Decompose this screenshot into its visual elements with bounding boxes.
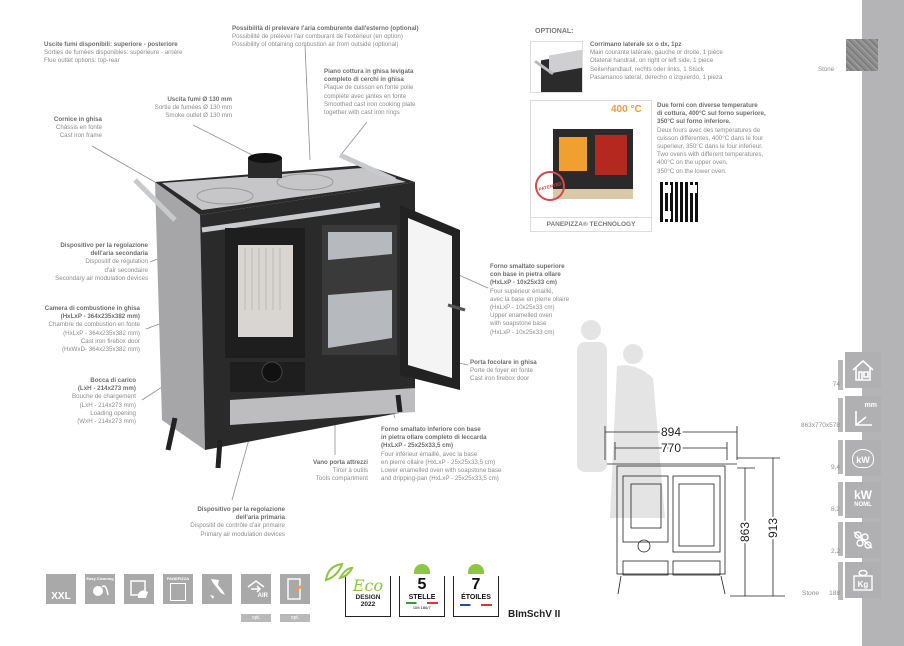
spec-bar [838,398,843,432]
etoiles-badge: 7 ÉTOILES [453,564,499,617]
eco-design-badge: Eco DESIGN 2022 [324,562,391,617]
wood-logs-icon [845,522,881,558]
eco-word: Eco [352,576,384,595]
spec-dimensions: 863x770x578 [800,422,840,429]
finish-swatch [846,39,878,71]
spec-weight: 188 [829,590,840,597]
door-icon [280,574,310,604]
spec-bar [838,562,843,600]
house-icon [845,352,881,388]
svg-text:Kg: Kg [858,580,869,589]
spec-weight-finish: Stone [802,590,819,597]
spec-wood-consumption: 2,2 [830,548,840,555]
spec-heating-volume: 74 [832,381,840,388]
panepizza-thumbnail: 400 °C PATENTED PANEPIZZA® TECHNOLOGY [530,100,652,232]
etoiles-word: ÉTOILES [461,594,491,601]
note-loading-opening: Bocca di carico(LxH - 214x273 mm) Bouche… [72,377,136,426]
dimension-drawing: 894 770 863 913 [604,423,785,597]
italy-flag-bar [406,602,438,604]
weight-icon: Kg [845,562,881,598]
dim-height-total: 913 [766,518,780,538]
spec-bar [838,440,843,474]
spec-bar [838,522,843,556]
kw-nominal-icon: kW NOML [845,482,881,518]
finish-label: Stone [818,66,835,73]
stelle-subtitle: DM 186/7 [413,605,431,610]
stelle-number: 5 [417,576,427,593]
dim-width-body: 770 [661,441,681,455]
stelle-badge: 5 STELLE DM 186/7 [399,564,445,617]
eco-design-line: DESIGN [355,594,381,601]
sun-icon [468,564,484,574]
spec-nominal-power: 8,2 [830,506,840,513]
elephant-xxl-icon: XXL [46,574,76,604]
spec-max-power: 9,4 [830,464,840,471]
note-combustion-chamber: Camera di combustione in ghisa(HxLxP - 3… [44,305,140,354]
dimensions-icon: mm [845,396,881,432]
note-flue-options: Uscite fumi disponibili: superiore - pos… [44,41,183,65]
qr-code[interactable] [660,182,700,222]
optional-heading: OPTIONAL: [535,28,574,35]
eco-year: 2022 [360,601,376,608]
stove-image [133,152,466,469]
dim-height-body: 863 [738,522,752,542]
france-flag-bar [460,604,492,606]
flame-kw-icon: kW [845,440,881,476]
people-silhouette [577,320,665,518]
stelle-word: STELLE [408,594,436,601]
handrail-thumbnail [530,41,583,93]
sun-icon [414,564,430,574]
etoiles-number: 7 [471,576,481,593]
panepizza-caption: PANEPIZZA® TECHNOLOGY [531,217,651,228]
temperature-label: 400 °C [611,104,642,115]
spec-bar [838,360,843,390]
spec-bar [838,482,843,516]
glass-cleaning-icon [124,574,154,604]
dim-width-total: 894 [661,425,681,439]
panepizza-icon: PANEPIZZA [163,574,193,604]
opt-tag-external-air: opt. [241,614,271,622]
easy-cleaning-icon: Easy Cleaning [85,574,115,604]
note-external-air: Possibilità di prelevare l'aria comburen… [232,25,419,49]
bimschv-label: BImSchV II [508,609,561,620]
opt-tag-door: opt. [280,614,310,622]
italy-map-icon [202,574,232,604]
leaf-icon [324,562,354,582]
external-air-icon: AIR [241,574,271,604]
